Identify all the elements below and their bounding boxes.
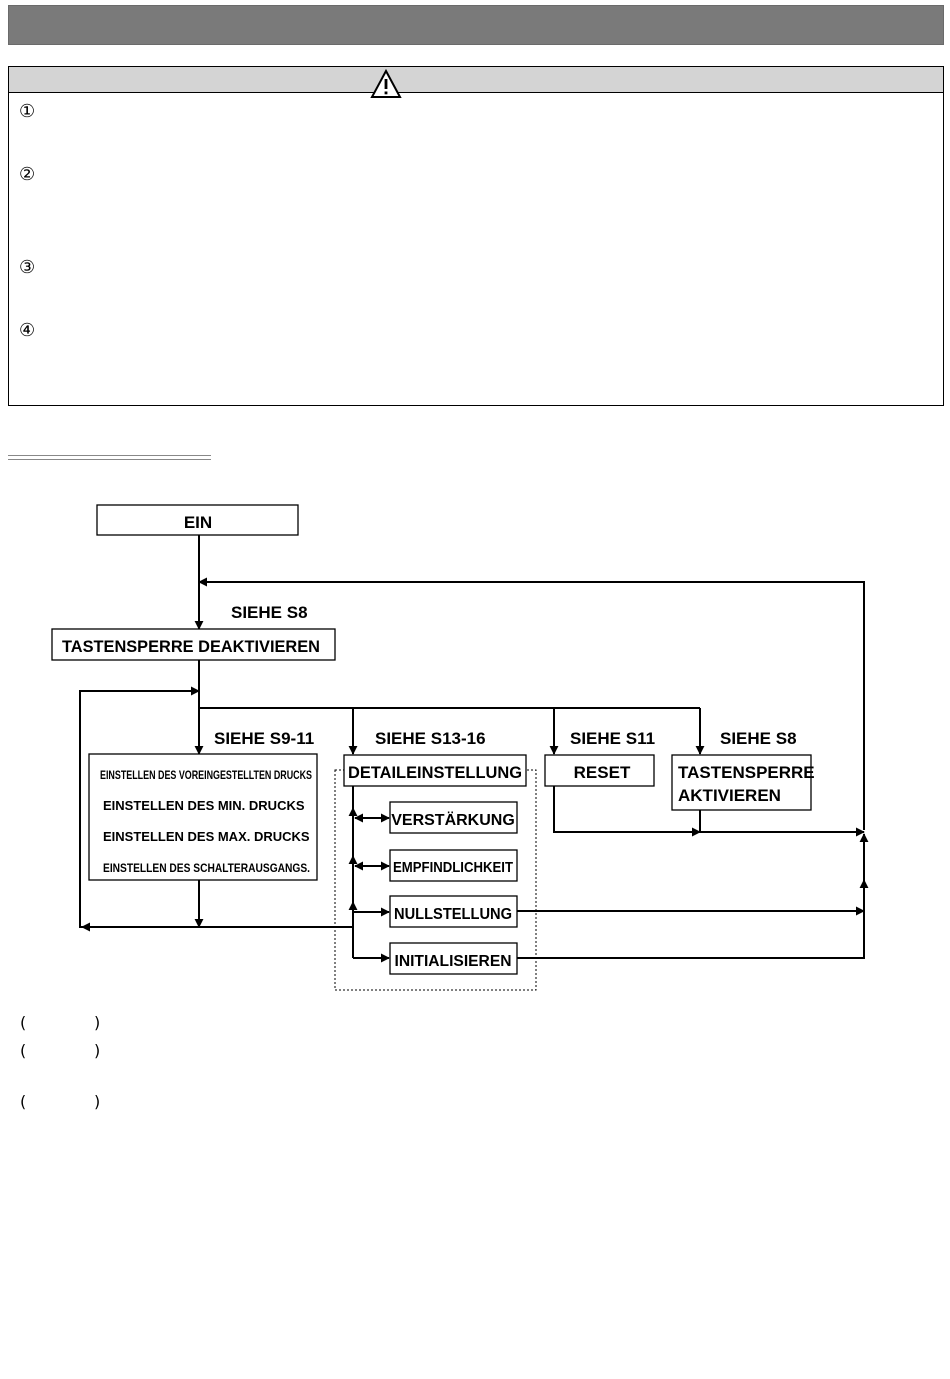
node-reset-label: RESET (574, 763, 631, 782)
ref-s8-right: SIEHE S8 (720, 729, 797, 748)
setting-min-pressure: EINSTELLEN DES MIN. DRUCKS (103, 798, 305, 813)
ref-s8-top: SIEHE S8 (231, 603, 308, 622)
node-tastensperre-aktivieren: TASTENSPERRE AKTIVIEREN (671, 754, 815, 811)
note-3-open: ( (20, 1092, 27, 1111)
note-3: () (20, 1092, 104, 1111)
warning-header (9, 67, 943, 98)
setting-preset-pressure: EINSTELLEN DES VOREINGESTELLTEN DRUCKS (100, 768, 312, 782)
warning-box: ① ② ③ ④ (8, 66, 944, 406)
warning-triangle-icon (370, 68, 402, 104)
node-verstaerkung: VERSTÄRKUNG (389, 801, 518, 834)
node-detaileinstellung-label: DETAILEINSTELLUNG (348, 763, 522, 782)
node-initialisieren-label: INITIALISIEREN (395, 953, 512, 970)
node-tastensperre-aktivieren-line1: TASTENSPERRE (678, 763, 815, 782)
flow-connectors (79, 535, 869, 963)
node-tastensperre-aktivieren-line2: AKTIVIEREN (678, 786, 781, 805)
node-reset: RESET (544, 754, 655, 787)
setting-max-pressure: EINSTELLEN DES MAX. DRUCKS (103, 829, 310, 844)
node-verstaerkung-label: VERSTÄRKUNG (391, 811, 515, 829)
note-1: () (20, 1013, 104, 1032)
section-header-bar (8, 5, 944, 45)
note-1-open: ( (20, 1013, 27, 1032)
node-nullstellung: NULLSTELLUNG (389, 895, 518, 928)
note-2-open: ( (20, 1041, 27, 1060)
note-2: () (20, 1041, 104, 1060)
node-empfindlichkeit: EMPFINDLICHKEIT (389, 849, 518, 882)
node-ein-label: EIN (184, 513, 212, 532)
warning-marker-2: ② (19, 164, 36, 185)
note-2-close: ) (94, 1041, 101, 1060)
node-detaileinstellung: DETAILEINSTELLUNG (343, 754, 527, 787)
node-nullstellung-label: NULLSTELLUNG (394, 906, 512, 923)
ref-s13-16: SIEHE S13-16 (375, 729, 486, 748)
ref-s9-11: SIEHE S9-11 (214, 729, 314, 748)
note-3-close: ) (94, 1092, 101, 1111)
note-1-close: ) (94, 1013, 101, 1032)
node-tastensperre-deaktivieren-label: TASTENSPERRE DEAKTIVIEREN (62, 637, 320, 656)
setting-switch-output: EINSTELLEN DES SCHALTERAUSGANGS. (103, 861, 310, 875)
warning-marker-1: ① (19, 101, 36, 122)
node-settings: EINSTELLEN DES VOREINGESTELLTEN DRUCKS E… (88, 753, 318, 881)
node-empfindlichkeit-label: EMPFINDLICHKEIT (393, 859, 513, 876)
warning-marker-4: ④ (19, 320, 36, 341)
node-ein: EIN (96, 504, 299, 536)
node-tastensperre-deaktivieren: TASTENSPERRE DEAKTIVIEREN (51, 628, 336, 661)
warning-marker-3: ③ (19, 257, 36, 278)
ref-s11: SIEHE S11 (570, 729, 655, 748)
node-initialisieren: INITIALISIEREN (389, 942, 518, 975)
section-heading-underline (8, 455, 211, 460)
